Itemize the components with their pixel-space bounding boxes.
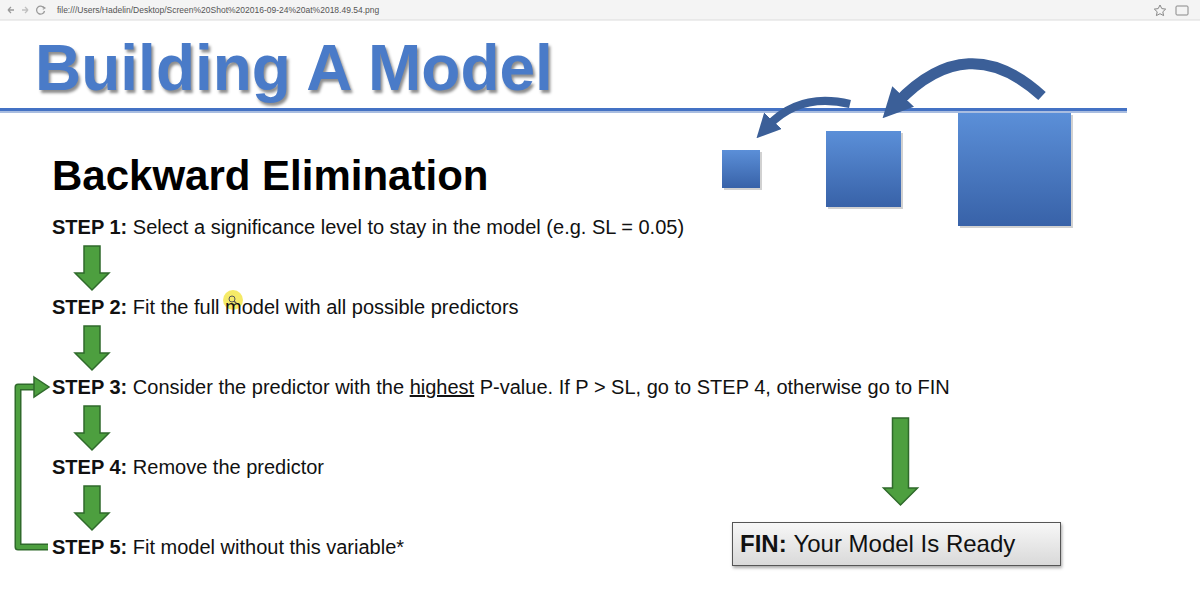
flow-arrow — [75, 246, 109, 290]
step-text: highest — [410, 376, 475, 398]
medium-square — [826, 131, 901, 207]
step-item: STEP 2: Fit the full model with all possi… — [52, 294, 519, 320]
step-text: Fit the full model with all possible pre… — [133, 296, 519, 318]
flow-arrow — [75, 486, 109, 530]
curved-arrow — [768, 101, 850, 126]
step-label: FIN: — [740, 530, 787, 557]
forward-icon — [22, 7, 28, 13]
section-heading: Backward Elimination — [52, 155, 488, 197]
step-text: Fit model without this variable* — [133, 536, 404, 558]
browser-bar — [0, 0, 1200, 20]
slide-title: Building A Model — [35, 36, 553, 100]
step-item: STEP 1: Select a significance level to st… — [52, 214, 684, 240]
step-text: Consider the predictor with the — [133, 376, 404, 398]
step-label: STEP 2: — [52, 296, 127, 318]
reload-icon — [37, 6, 45, 14]
step-text: Your Model Is Ready — [793, 530, 1015, 557]
small-square — [722, 150, 760, 188]
flow-arrow — [75, 406, 109, 450]
step-text: P-value. If P > SL, go to STEP 4, otherw… — [480, 376, 950, 398]
step-item: STEP 3: Consider the predictor with the hi… — [52, 374, 950, 400]
step-text: Select a significance level to stay in t… — [133, 216, 684, 238]
flow-arrow — [75, 326, 109, 370]
step-label: STEP 5: — [52, 536, 127, 558]
step-label: STEP 3: — [52, 376, 127, 398]
star-icon — [1154, 5, 1165, 16]
step-label: STEP 4: — [52, 456, 127, 478]
flow-arrow — [18, 377, 49, 547]
step-item: STEP 5: Fit model without this variable* — [52, 534, 404, 560]
curved-arrow — [897, 64, 1042, 103]
terminal-box: FIN:Your Model Is Ready — [732, 522, 1061, 566]
cast-icon — [1176, 6, 1188, 15]
step-label: STEP 1: — [52, 216, 127, 238]
step-text: Remove the predictor — [133, 456, 324, 478]
url-text: file:///Users/Hadelin/Desktop/Screen%20S… — [57, 6, 379, 15]
step-item: STEP 4: Remove the predictor — [52, 454, 324, 480]
flow-arrow — [884, 418, 918, 505]
title-rule — [0, 108, 1127, 111]
large-square — [958, 113, 1071, 226]
back-icon — [8, 7, 14, 13]
